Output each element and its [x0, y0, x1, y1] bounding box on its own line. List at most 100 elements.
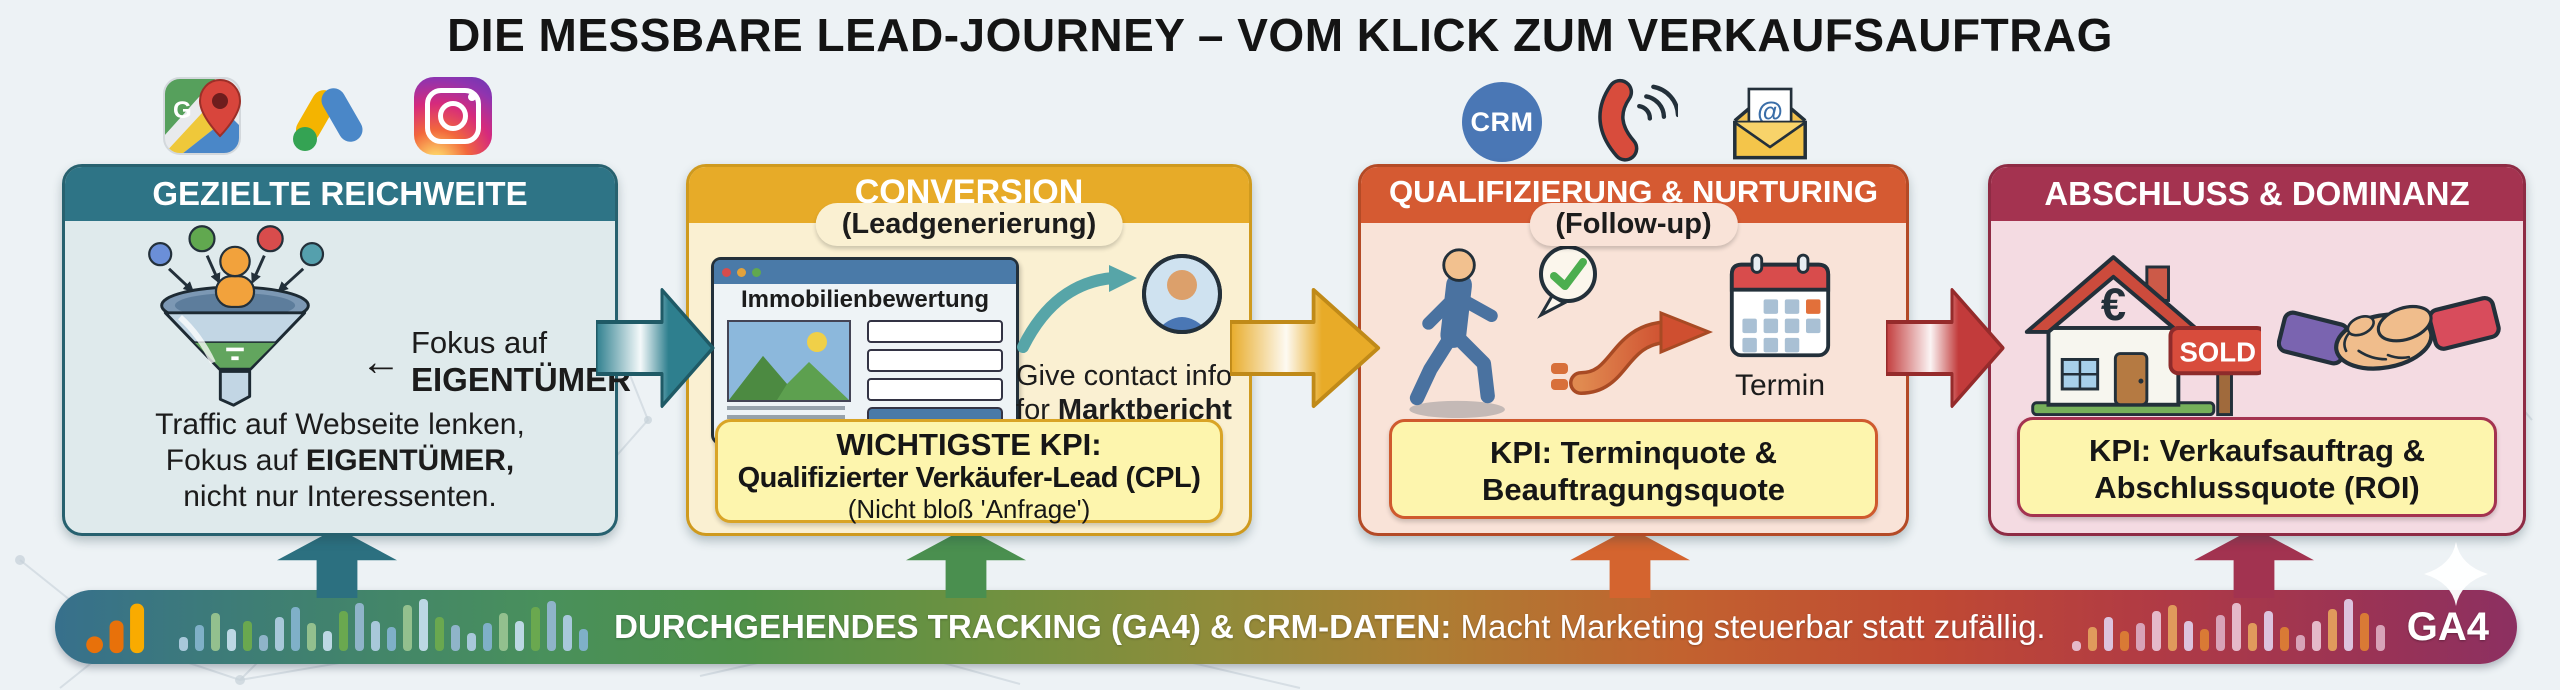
form-input[interactable] [867, 378, 1003, 401]
crm-icon: CRM [1462, 82, 1542, 162]
stage4-kpi-box: KPI: Verkaufsauftrag & Abschlussquote (R… [2017, 417, 2497, 517]
stage-card-conversion: CONVERSION (Leadgenerierung) Immobilienb… [686, 164, 1252, 536]
stage1-header: GEZIELTE REICHWEITE [65, 167, 615, 221]
wave-bar [531, 607, 540, 651]
wave-bar [355, 603, 364, 651]
stage4-header: ABSCHLUSS & DOMINANZ [1991, 167, 2523, 221]
form-input[interactable] [867, 349, 1003, 372]
curved-arrow-icon [1017, 265, 1137, 353]
wave-bar [547, 601, 556, 651]
sold-house-icon: € SOLD [2024, 255, 2261, 417]
window-dot-green [752, 267, 761, 277]
wave-bar [387, 627, 396, 651]
wave-bar [2295, 635, 2305, 651]
kpi-line1: WICHTIGSTE KPI: [836, 427, 1102, 462]
left-arrow-glyph: ← [361, 339, 401, 384]
note-line1: Give contact info [1016, 360, 1232, 392]
handshake-icon [2277, 295, 2501, 371]
lead-avatar-icon [1142, 254, 1222, 334]
wave-bar [451, 625, 460, 651]
wave-bar [2263, 611, 2273, 651]
wave-bar [467, 633, 476, 651]
instagram-lens [438, 101, 468, 131]
wave-bar [307, 623, 316, 651]
wave-bar [2199, 629, 2209, 651]
wave-bar [2119, 631, 2129, 651]
tracking-bar-text: DURCHGEHENDES TRACKING (GA4) & CRM-DATEN… [588, 608, 2072, 646]
window-dot-red [722, 267, 731, 277]
wave-bar [483, 623, 492, 651]
wave-bar [2071, 641, 2081, 651]
wave-bar [211, 613, 220, 651]
contact-note: Give contact info for Marktbericht [1005, 359, 1243, 427]
connector-arrow-2 [1230, 288, 1381, 408]
wave-bar [563, 615, 572, 651]
waveform-left [179, 595, 588, 659]
text-line [727, 415, 845, 419]
stage-card-qualification: QUALIFIZIERUNG & NURTURING (Follow-up) [1358, 164, 1909, 536]
stage2-kpi-box: WICHTIGSTE KPI: Qualifizierter Verkäufer… [715, 419, 1223, 524]
wave-bar [2327, 609, 2337, 651]
wave-bar [259, 635, 268, 651]
browser-page-title: Immobilienbewertung [740, 286, 989, 313]
wave-bar [499, 613, 508, 651]
callout-line2: EIGENTÜMER [411, 361, 632, 398]
google-analytics-icon [86, 603, 145, 654]
kpi-line1: KPI: Verkaufsauftrag & [2089, 433, 2425, 468]
kpi-line1: KPI: Terminquote & [1489, 435, 1778, 470]
page-title: DIE MESSBARE LEAD-JOURNEY – VOM KLICK ZU… [447, 9, 2113, 61]
wave-bar [515, 621, 524, 651]
kpi-line2: Beauftragungsquote [1481, 472, 1786, 507]
wave-bar [2375, 625, 2385, 651]
wave-bar [435, 617, 444, 651]
wave-bar [339, 611, 348, 651]
instagram-frame [425, 88, 481, 144]
stage1-description: Traffic auf Webseite lenken, Fokus auf E… [75, 407, 605, 515]
wave-bar [2103, 617, 2113, 651]
wave-bar [2183, 621, 2193, 651]
wave-bar [195, 625, 204, 651]
window-dot-amber [737, 267, 746, 277]
wave-bar [419, 599, 428, 651]
browser-titlebar [714, 260, 1016, 284]
connector-arrow-1 [596, 288, 715, 408]
wave-bar [2247, 623, 2257, 651]
phone-icon [1598, 78, 1678, 162]
wave-bar [2215, 615, 2225, 651]
euro-symbol: € [2101, 279, 2126, 330]
ga4-label: GA4 [2406, 604, 2489, 649]
tracking-text-bold: DURCHGEHENDES TRACKING (GA4) & CRM-DATEN… [614, 608, 1452, 645]
instagram-icon [414, 77, 492, 155]
stage-card-reach: GEZIELTE REICHWEITE [62, 164, 631, 536]
kpi-line3: (Nicht bloß 'Anfrage') [847, 494, 1091, 524]
text-line [727, 406, 845, 410]
sold-sign-label: SOLD [2179, 336, 2256, 367]
desc-line3: nicht nur Interessenten. [183, 480, 497, 513]
wave-bar [2279, 627, 2289, 651]
tracking-text-regular: Macht Marketing steuerbar statt zufällig… [1451, 608, 2046, 645]
wave-bar [2135, 623, 2145, 651]
desc-line2-bold: EIGENTÜMER, [305, 444, 515, 477]
form-fields [867, 320, 1003, 433]
kpi-line2: Qualifizierter Verkäufer-Lead (CPL) [737, 462, 1201, 494]
listing-photo-placeholder [727, 320, 851, 402]
wave-bar [2167, 605, 2177, 651]
wave-bar [291, 607, 300, 651]
walking-person-icon [1409, 248, 1505, 419]
wave-bar [2151, 611, 2161, 651]
form-input[interactable] [867, 320, 1003, 343]
wave-bar [2311, 621, 2321, 651]
maps-letter: G [173, 97, 192, 124]
channel-icons-row: G [162, 76, 492, 156]
desc-line2-pre: Fokus auf [165, 444, 306, 477]
email-icon: @ [1733, 87, 1807, 160]
contact-icons-row: CRM @ [1462, 78, 1814, 166]
connector-arrow-3 [1886, 288, 2005, 408]
desc-line1: Traffic auf Webseite lenken, [155, 408, 525, 441]
wave-bar [371, 621, 380, 651]
google-ads-icon [293, 88, 363, 151]
wave-bar [179, 637, 188, 651]
stage2-subheader: (Leadgenerierung) [815, 203, 1123, 246]
kpi-line2: Abschlussquote (ROI) [2094, 470, 2420, 505]
funnel-icon [148, 225, 325, 407]
